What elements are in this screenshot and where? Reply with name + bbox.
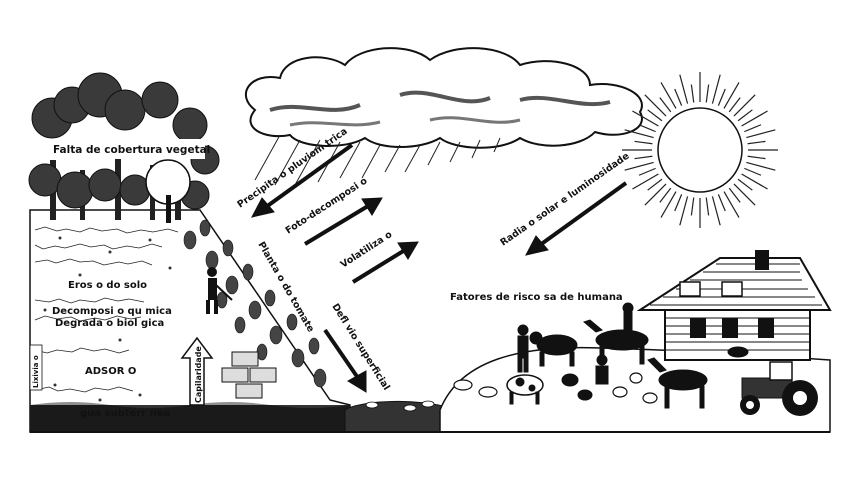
- sun-ray: [690, 197, 695, 216]
- tomato-crates: [221, 351, 277, 399]
- label-capilaridade: Capilaridade: [194, 346, 203, 403]
- sun-ray: [624, 161, 654, 171]
- label-decomposicao: Decomposi o qu mica: [52, 306, 172, 317]
- sun-ray: [741, 110, 768, 127]
- sun-ray: [679, 74, 689, 104]
- sun-ray: [747, 155, 766, 160]
- tractor: [740, 361, 818, 416]
- label-fatores-risco: Fatores de risco sa de humana: [450, 292, 623, 303]
- sun-ray: [659, 97, 672, 113]
- sun-ray: [717, 194, 726, 212]
- sun-ray: [634, 155, 653, 160]
- sun-ray: [644, 94, 667, 117]
- sun-ray: [733, 94, 756, 117]
- label-agua-subterranea: gua subterr nea: [80, 408, 170, 419]
- sun-ray: [647, 178, 663, 191]
- sun-ray: [632, 173, 659, 190]
- sun-ray: [733, 183, 756, 206]
- forest-trees: Falta de cobertura vegetal: [28, 72, 220, 223]
- process-arrows: [251, 143, 628, 393]
- sun-ray: [624, 129, 654, 139]
- sun-ray: [705, 197, 710, 216]
- sun-ray: [674, 88, 683, 106]
- sun-ray: [711, 74, 721, 104]
- capilaridade-arrow: Capilaridade: [180, 336, 214, 406]
- sun-ray: [744, 167, 762, 176]
- sun-ray: [737, 178, 753, 191]
- label-degradacao: Degrada o biol gica: [55, 318, 164, 329]
- sun-ray: [638, 124, 656, 133]
- sun-ray: [723, 191, 740, 218]
- farmer-figure: [206, 267, 233, 314]
- sun-ray: [634, 140, 653, 145]
- label-erosao: Eros o do solo: [68, 280, 147, 291]
- label-lixiviacao: Lixivia o: [32, 355, 40, 388]
- label-falta-cobertura: Falta de cobertura vegetal: [53, 144, 210, 156]
- sun-ray: [723, 82, 740, 109]
- tomato-plantation: [183, 219, 327, 388]
- sun-ray: [647, 109, 663, 122]
- farm-animals: [453, 302, 749, 409]
- sun-ray: [674, 194, 683, 212]
- sun-ray: [660, 82, 677, 109]
- pond: [344, 400, 453, 433]
- sun-icon: [622, 72, 778, 228]
- label-volatilizacao: Volatiliza o: [339, 229, 395, 271]
- sun-ray: [717, 88, 726, 106]
- sun-ray: [741, 173, 768, 190]
- sun-ray: [737, 109, 753, 122]
- sun-ray: [632, 110, 659, 127]
- sun-ray: [728, 187, 741, 203]
- sun-ray: [660, 191, 677, 218]
- sun-ray: [747, 140, 766, 145]
- sun-ray: [744, 124, 762, 133]
- sun-ray: [711, 196, 721, 226]
- label-adsorcao: ADSOR O: [85, 366, 136, 377]
- farm-house: [636, 250, 832, 361]
- sun-ray: [746, 161, 776, 171]
- sun-ray: [690, 84, 695, 103]
- sun-ray: [746, 129, 776, 139]
- sun-ray: [638, 167, 656, 176]
- sun-ray: [705, 84, 710, 103]
- label-radiacao: Radia o solar e luminosidade: [498, 151, 631, 249]
- sun-ray: [659, 187, 672, 203]
- sun-ray: [728, 97, 741, 113]
- sun-ray: [679, 196, 689, 226]
- sun-ray: [644, 183, 667, 206]
- rain-cloud: [244, 47, 643, 149]
- rain-streaks: [254, 134, 501, 186]
